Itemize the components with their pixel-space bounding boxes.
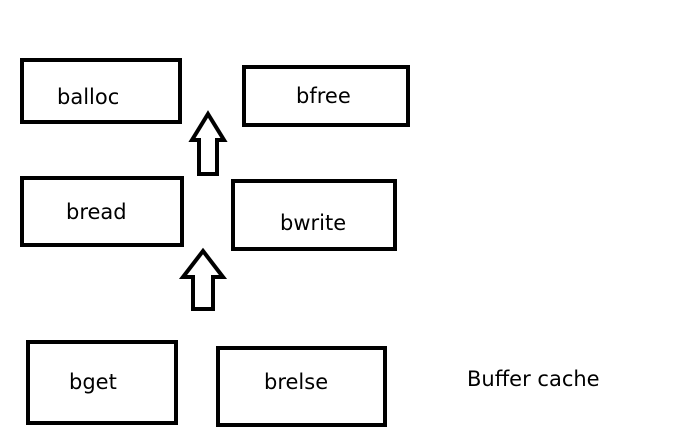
bwrite-label: bwrite bbox=[280, 211, 347, 235]
bget-label: bget bbox=[69, 370, 117, 394]
up-arrow-icon bbox=[178, 247, 228, 311]
bread-box bbox=[20, 176, 184, 247]
bwrite-box bbox=[231, 179, 397, 251]
up-arrow-icon bbox=[188, 110, 228, 176]
bfree-label: bfree bbox=[296, 84, 351, 108]
bget-box bbox=[26, 340, 178, 425]
buffer-cache-caption: Buffer cache bbox=[467, 367, 600, 391]
brelse-box bbox=[216, 346, 387, 427]
balloc-label: balloc bbox=[57, 85, 120, 109]
bfree-box bbox=[242, 65, 410, 127]
brelse-label: brelse bbox=[264, 370, 329, 394]
bread-label: bread bbox=[66, 200, 127, 224]
balloc-box bbox=[20, 58, 182, 124]
